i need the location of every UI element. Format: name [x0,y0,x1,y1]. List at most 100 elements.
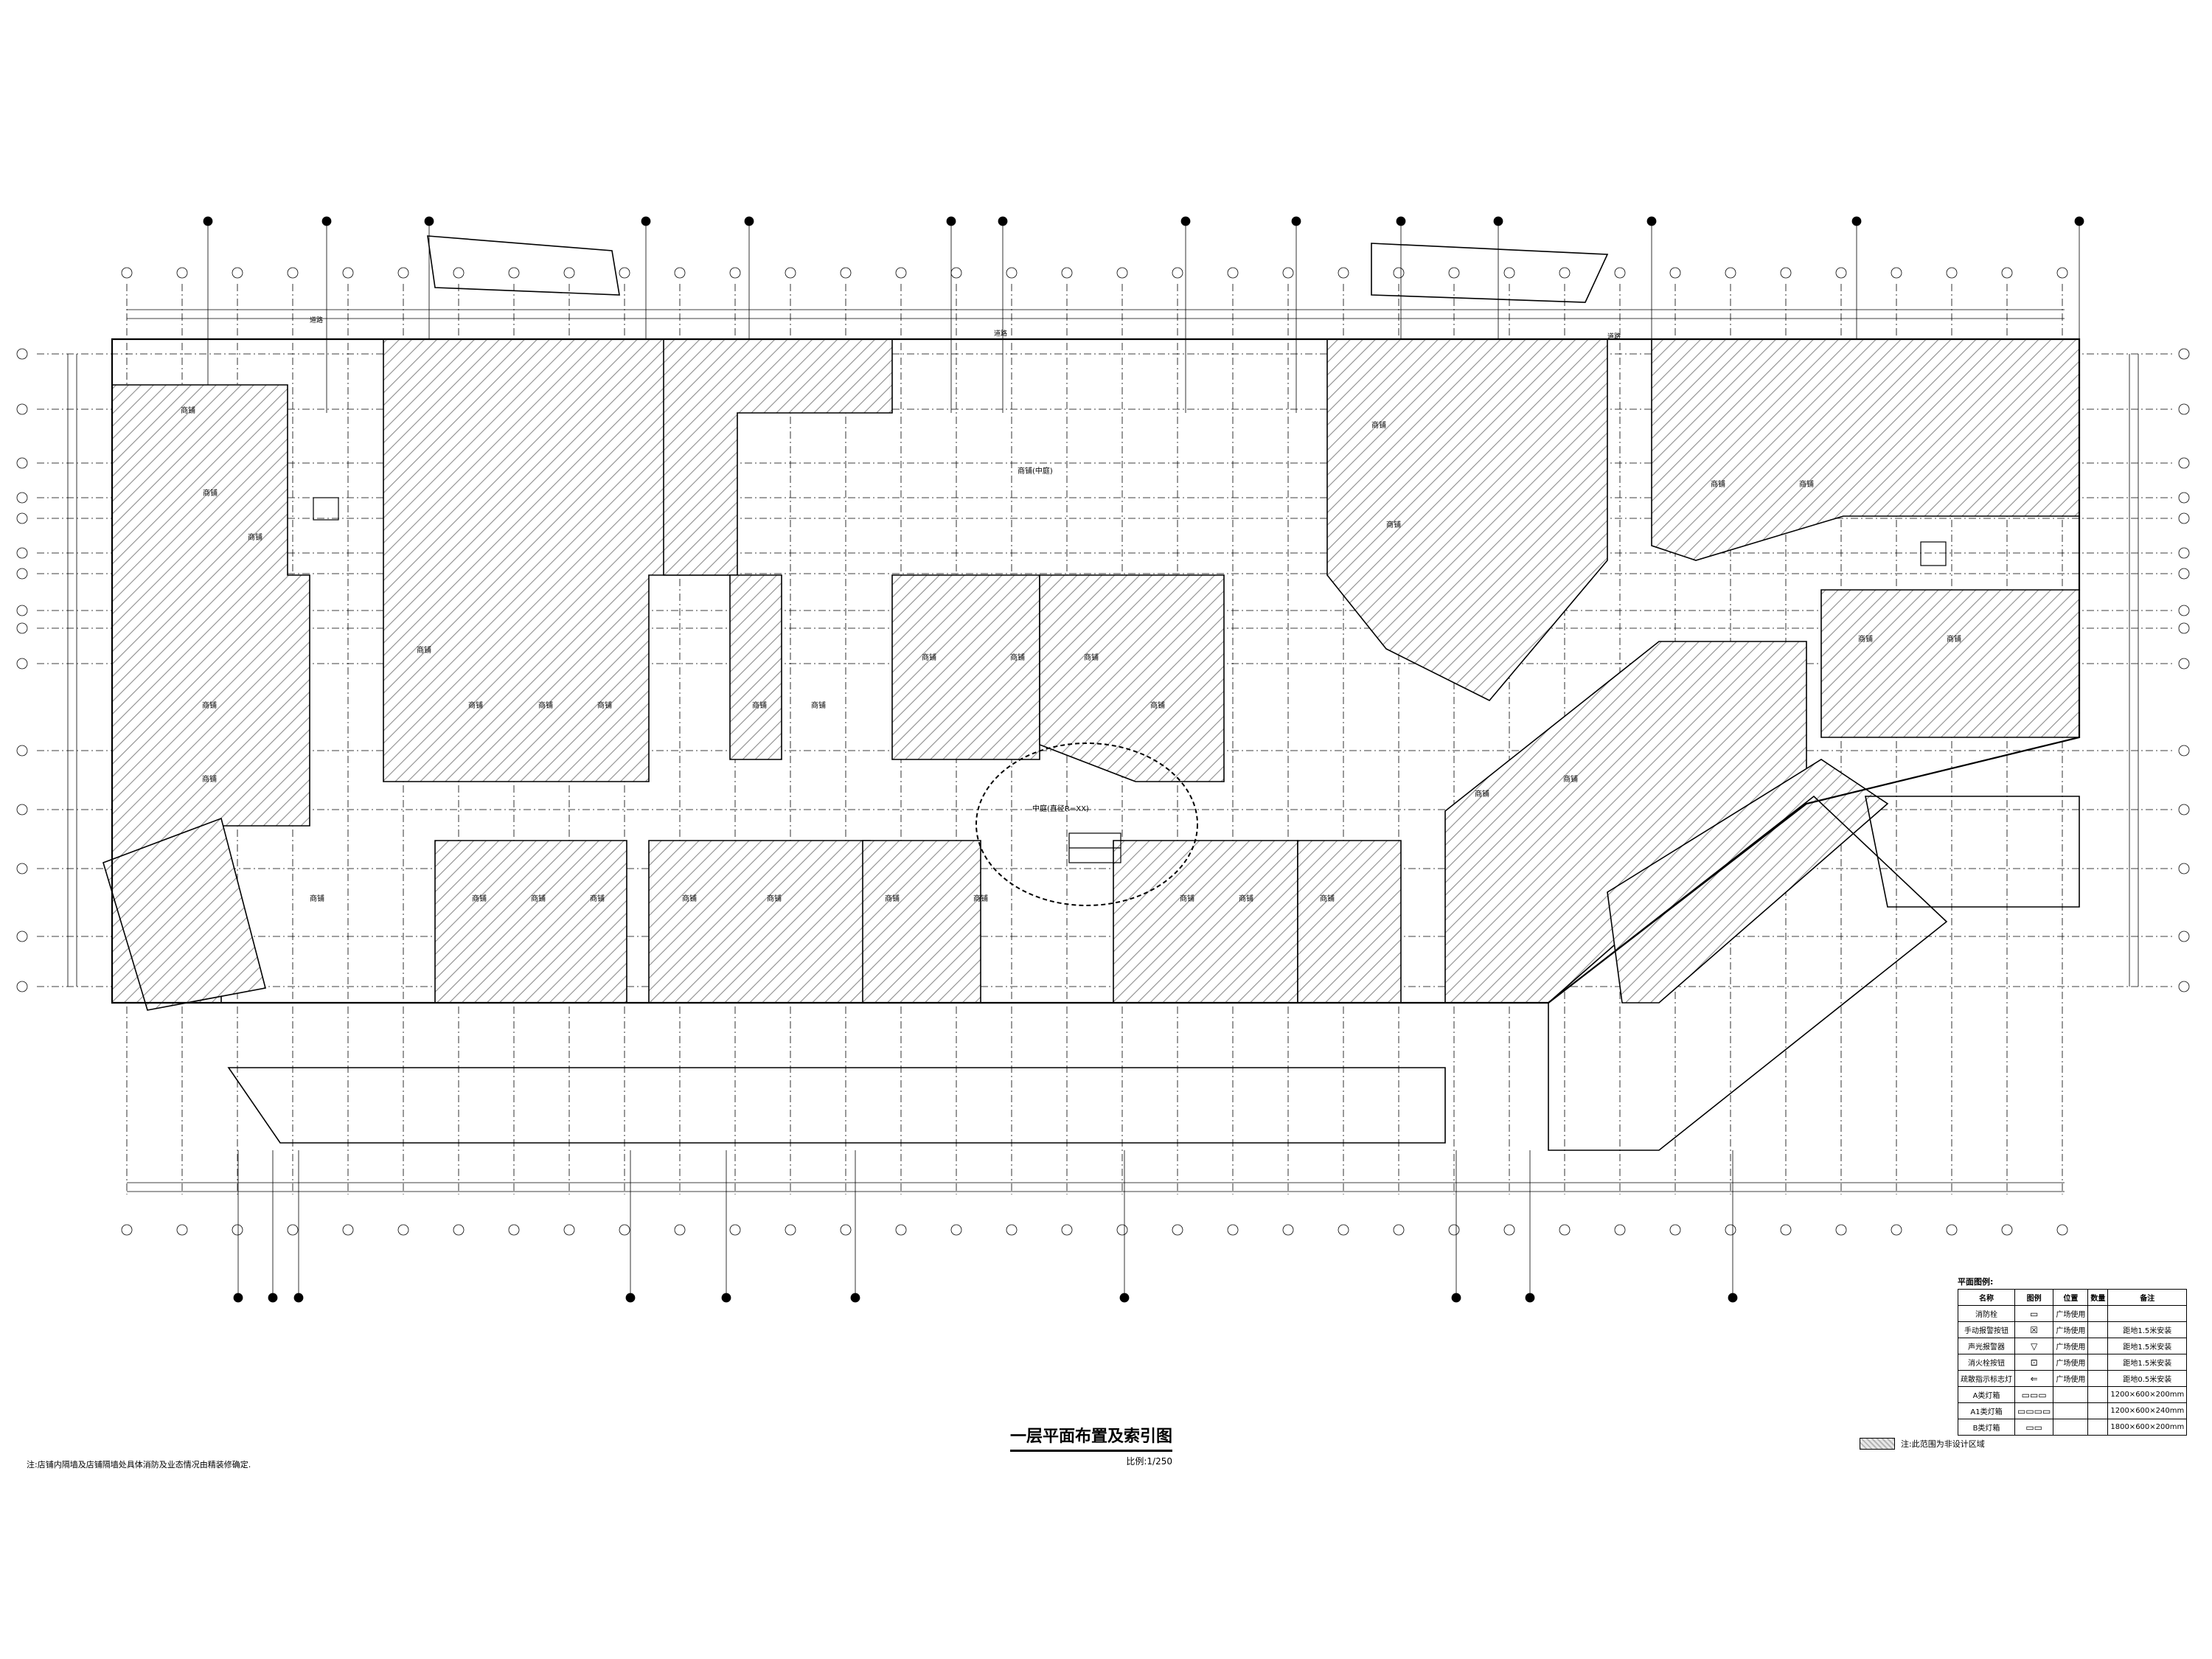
grid-bubble [2001,1224,2013,1236]
index-marker [641,216,651,226]
index-marker [721,1293,731,1303]
index-marker [321,216,332,226]
label-shop: 商铺 [752,700,767,710]
dimension-lines [67,309,2139,1192]
grid-bubble [16,931,28,942]
grid-bubble [729,267,741,279]
grid-bubble [1172,267,1183,279]
legend-symbol: ▭▭ [2014,1419,2054,1436]
grid-bubble [1614,1224,1626,1236]
grid-bubble [1448,1224,1460,1236]
index-marker [1851,216,1862,226]
grid-bubble [729,1224,741,1236]
label-shop: 商铺 [811,700,826,710]
grid-bubble [1227,1224,1239,1236]
grid-bubble [2056,1224,2068,1236]
legend-name: A1类灯箱 [1958,1402,2015,1419]
label-shop: 商铺 [1947,634,1961,644]
grid-bubble [1891,267,1902,279]
index-marker [850,1293,860,1303]
label-shop: 商铺 [417,645,431,655]
grid-bubble [674,267,686,279]
grid-bubble [2178,658,2190,669]
drawing-title-block: 一层平面布置及索引图 比例:1/250 [1010,1423,1172,1467]
label-shop: 商铺 [1180,894,1194,903]
label-road: 道路 [310,316,323,324]
index-marker [203,216,213,226]
grid-bubble [2178,804,2190,815]
index-marker [1728,1293,1738,1303]
legend-name: 消火栓按钮 [1958,1354,2015,1371]
grid-bubble [1891,1224,1902,1236]
legend-position [2053,1402,2089,1419]
grid-bubble [16,348,28,360]
index-marker [233,1293,243,1303]
grid-bubble [397,267,409,279]
hatch-legend: 注:此范围为非设计区域 [1860,1438,1985,1450]
grid-bubble [1006,267,1018,279]
legend-row: 消防栓▭广场使用 [1958,1305,2188,1322]
grid-bubble [1946,267,1958,279]
legend-position: 广场使用 [2053,1354,2089,1371]
grid-bubble [950,1224,962,1236]
grid-bubble [1393,267,1405,279]
index-marker [1525,1293,1535,1303]
label-road: 道路 [1607,332,1621,341]
legend-name: 声光报警器 [1958,1338,2015,1354]
legend-position: 广场使用 [2053,1338,2089,1354]
label-atrium-circle: 中庭(直径R=XX) [1032,804,1089,813]
grid-bubble [1946,1224,1958,1236]
grid-bubble [1282,267,1294,279]
legend-qty [2087,1354,2109,1371]
legend-symbol: ▽ [2014,1338,2054,1354]
label-shop: 商铺 [203,488,218,498]
legend-header: 名称 [1958,1289,2015,1306]
plan-labels: 道路 道路 道路 商铺(中庭) 中庭(直径R=XX) 商铺 商铺 商铺 商铺 商… [181,316,1961,903]
legend-position: 广场使用 [2053,1305,2089,1322]
legend-row: A1类灯箱▭▭▭▭1200×600×240mm [1958,1402,2188,1419]
grid-bubble [1172,1224,1183,1236]
label-shop: 商铺 [248,532,262,542]
grid-bubble [16,622,28,634]
legend-note: 距地1.5米安装 [2107,1338,2188,1354]
grid-bubble [1503,1224,1515,1236]
legend-position [2053,1386,2089,1403]
legend-name: A类灯箱 [1958,1386,2015,1403]
grid-bubble [1835,1224,1847,1236]
legend-row: 疏散指示标志灯⇐广场使用距地0.5米安装 [1958,1370,2188,1387]
legend-name: 疏散指示标志灯 [1958,1370,2015,1387]
grid-bubble [2178,457,2190,469]
grid-bubble [16,745,28,757]
grid-bubble [453,1224,465,1236]
grid-bubble [16,492,28,504]
index-marker [946,216,956,226]
grid-bubble [16,547,28,559]
grid-bubble [2178,745,2190,757]
grid-bubble [1780,267,1792,279]
legend-note: 距地1.5米安装 [2107,1354,2188,1371]
index-marker [1493,216,1503,226]
legend-header: 图例 [2014,1289,2054,1306]
legend-position: 广场使用 [2053,1321,2089,1338]
legend-row: 手动报警按钮☒广场使用距地1.5米安装 [1958,1321,2188,1338]
grid-bubble [2178,931,2190,942]
grid-bubble [287,267,299,279]
drawing-title: 一层平面布置及索引图 [1010,1423,1172,1452]
legend-symbol: ☒ [2014,1321,2054,1338]
grid-bubble [1725,267,1736,279]
grid-bubble [674,1224,686,1236]
grid-bubble [232,267,243,279]
shop-areas [102,338,2080,1011]
hatch-swatch [1860,1438,1895,1450]
grid-bubble [619,1224,630,1236]
legend-note: 1800×600×200mm [2107,1419,2188,1436]
grid-bubble [2001,267,2013,279]
grid-bubble [2178,622,2190,634]
grid-bubble [2178,981,2190,992]
grid-bubble [840,267,852,279]
grid-bubble [453,267,465,279]
label-shop: 商铺 [1150,700,1165,710]
grid-bubble [2178,547,2190,559]
label-shop: 商铺 [597,700,612,710]
legend-header: 位置 [2053,1289,2089,1306]
